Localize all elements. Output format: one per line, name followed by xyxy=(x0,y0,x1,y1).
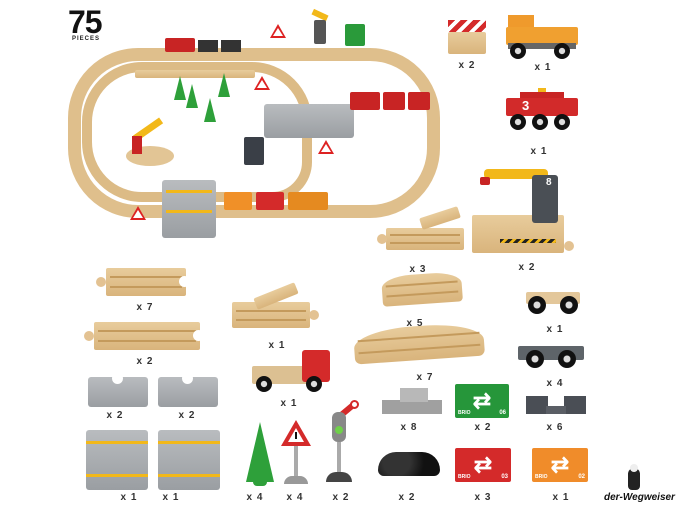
warning-sign-icon xyxy=(254,76,270,90)
item-straight-track-short xyxy=(106,268,190,296)
item-crane-station: 8 xyxy=(470,165,580,257)
item-straight-track-long xyxy=(94,322,204,350)
qty-curve-long: x 7 xyxy=(416,372,434,383)
item-green-container: ⇄ BRIO 06 xyxy=(455,384,509,418)
item-truck xyxy=(250,348,332,394)
item-grey-ramp-a xyxy=(88,373,148,407)
qty-curve-short: x 5 xyxy=(406,318,424,329)
qty-tree: x 4 xyxy=(246,492,264,503)
piece-label: PIECES xyxy=(72,36,101,42)
tree-icon xyxy=(218,73,230,97)
piece-count: 75 xyxy=(68,4,103,40)
qty-dark-connector: x 6 xyxy=(546,422,564,433)
qty-crossing-b: x 1 xyxy=(162,492,180,503)
eagle-logo-icon xyxy=(628,464,640,490)
swap-arrows-icon: ⇄ xyxy=(550,452,570,477)
qty-orange-locomotive: x 1 xyxy=(534,62,552,73)
item-crossing-b xyxy=(158,430,220,490)
loco-number: 3 xyxy=(522,98,530,113)
green-containers xyxy=(345,24,365,46)
item-coal-load xyxy=(378,452,440,476)
qty-grey-ramp-a: x 2 xyxy=(106,410,124,421)
warning-sign-icon xyxy=(318,140,334,154)
crane-left xyxy=(120,117,180,168)
qty-red-container: x 3 xyxy=(474,492,492,503)
item-orange-locomotive xyxy=(500,15,580,60)
item-tree xyxy=(246,422,274,486)
item-wood-wagon-base xyxy=(518,286,588,320)
dark-blocks xyxy=(244,137,264,165)
item-buffer-stop xyxy=(448,20,486,54)
qty-warning-sign: x 4 xyxy=(286,492,304,503)
item-curve-long xyxy=(352,321,486,365)
qty-crane-station: x 2 xyxy=(518,262,536,273)
item-switch-track xyxy=(386,228,464,250)
siding-track xyxy=(135,70,255,78)
qty-switch-track-left: x 1 xyxy=(268,340,286,351)
item-grey-wagon-base xyxy=(514,338,590,374)
item-warning-sign xyxy=(280,420,312,486)
swap-arrows-icon: ⇄ xyxy=(472,388,492,413)
item-orange-container: ⇄ BRIO 02 xyxy=(532,448,588,482)
item-signal xyxy=(320,400,360,486)
item-red-container: ⇄ BRIO 03 xyxy=(455,448,511,482)
crane-top xyxy=(302,8,329,46)
qty-straight-track-short: x 7 xyxy=(136,302,154,313)
swap-arrows-icon: ⇄ xyxy=(473,452,493,477)
qty-coal-load: x 2 xyxy=(398,492,416,503)
qty-red-locomotive: x 1 xyxy=(530,146,548,157)
tree-icon xyxy=(174,76,186,100)
crane-number: 8 xyxy=(546,177,552,188)
qty-switch-track: x 3 xyxy=(409,264,427,275)
qty-buffer-stop: x 2 xyxy=(458,60,476,71)
level-crossing-mid xyxy=(264,104,354,138)
qty-grey-ramp-b: x 2 xyxy=(178,410,196,421)
qty-signal: x 2 xyxy=(332,492,350,503)
tree-icon xyxy=(186,84,198,108)
qty-wood-wagon-base: x 1 xyxy=(546,324,564,335)
watermark-text: der-Wegweiser xyxy=(604,492,675,503)
qty-crossing-a: x 1 xyxy=(120,492,138,503)
item-switch-track-left xyxy=(232,302,310,328)
qty-truck: x 1 xyxy=(280,398,298,409)
level-crossing-bottom xyxy=(162,180,216,238)
warning-sign-icon xyxy=(270,24,286,38)
warning-sign-icon xyxy=(130,206,146,220)
item-crossing-a xyxy=(86,430,148,490)
item-red-locomotive: 3 xyxy=(502,88,582,134)
tree-icon xyxy=(204,98,216,122)
item-grey-ramp-b xyxy=(158,373,218,407)
qty-green-container: x 2 xyxy=(474,422,492,433)
item-curve-short xyxy=(381,271,463,307)
item-dark-connector xyxy=(526,396,586,414)
qty-straight-track-long: x 2 xyxy=(136,356,154,367)
item-silver-load xyxy=(382,386,442,416)
qty-grey-wagon-base: x 4 xyxy=(546,378,564,389)
qty-orange-container: x 1 xyxy=(552,492,570,503)
qty-silver-load: x 8 xyxy=(400,422,418,433)
